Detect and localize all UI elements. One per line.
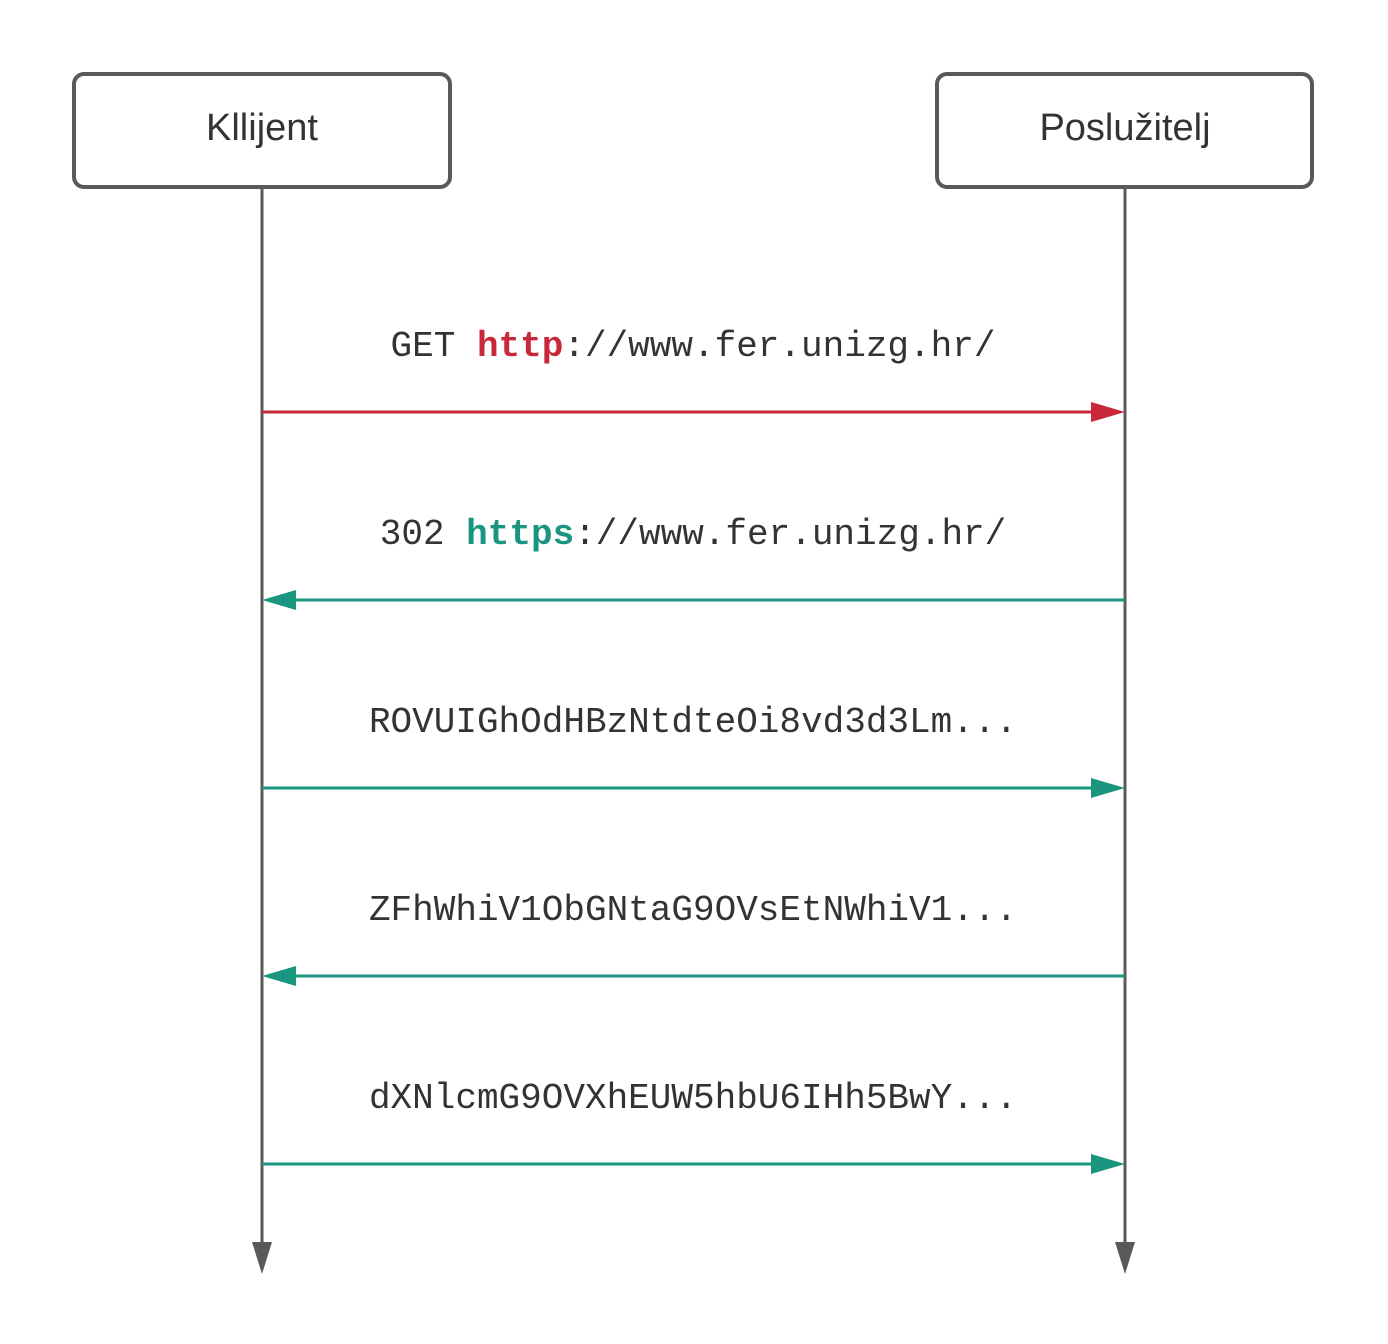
client-actor-label: Kllijent xyxy=(206,107,318,149)
message-3: ROVUIGhOdHBzNtdteOi8vd3d3Lm... xyxy=(262,702,1125,798)
message-label: GET http://www.fer.unizg.hr/ xyxy=(391,326,996,367)
message-arrowhead xyxy=(262,966,296,986)
message-text: ://www.fer.unizg.hr/ xyxy=(563,326,995,367)
message-text: dXNlcmG9OVXhEUW5hbU6IHh5BwY... xyxy=(369,1078,1017,1119)
client-lifeline-arrowhead xyxy=(252,1242,272,1274)
message-label: ROVUIGhOdHBzNtdteOi8vd3d3Lm... xyxy=(369,702,1017,743)
messages: GET http://www.fer.unizg.hr/302 https://… xyxy=(262,326,1125,1174)
message-5: dXNlcmG9OVXhEUW5hbU6IHh5BwY... xyxy=(262,1078,1125,1174)
message-label: ZFhWhiV1ObGNtaG9OVsEtNWhiV1... xyxy=(369,890,1017,931)
client-actor-box: Kllijent xyxy=(72,72,452,189)
message-arrowhead xyxy=(262,590,296,610)
message-2: 302 https://www.fer.unizg.hr/ xyxy=(262,514,1125,610)
message-1: GET http://www.fer.unizg.hr/ xyxy=(262,326,1125,422)
server-actor-box: Poslužitelj xyxy=(935,72,1314,189)
message-label: 302 https://www.fer.unizg.hr/ xyxy=(380,514,1007,555)
message-text: ://www.fer.unizg.hr/ xyxy=(574,514,1006,555)
message-arrowhead xyxy=(1091,1154,1125,1174)
message-text: ROVUIGhOdHBzNtdteOi8vd3d3Lm... xyxy=(369,702,1017,743)
message-text: GET xyxy=(391,326,477,367)
message-text: ZFhWhiV1ObGNtaG9OVsEtNWhiV1... xyxy=(369,890,1017,931)
message-protocol: https xyxy=(466,514,574,555)
message-label: dXNlcmG9OVXhEUW5hbU6IHh5BwY... xyxy=(369,1078,1017,1119)
server-actor-label: Poslužitelj xyxy=(1039,107,1210,149)
message-text: 302 xyxy=(380,514,466,555)
message-arrowhead xyxy=(1091,402,1125,422)
message-arrowhead xyxy=(1091,778,1125,798)
message-protocol: http xyxy=(477,326,563,367)
message-4: ZFhWhiV1ObGNtaG9OVsEtNWhiV1... xyxy=(262,890,1125,986)
server-lifeline-arrowhead xyxy=(1115,1242,1135,1274)
